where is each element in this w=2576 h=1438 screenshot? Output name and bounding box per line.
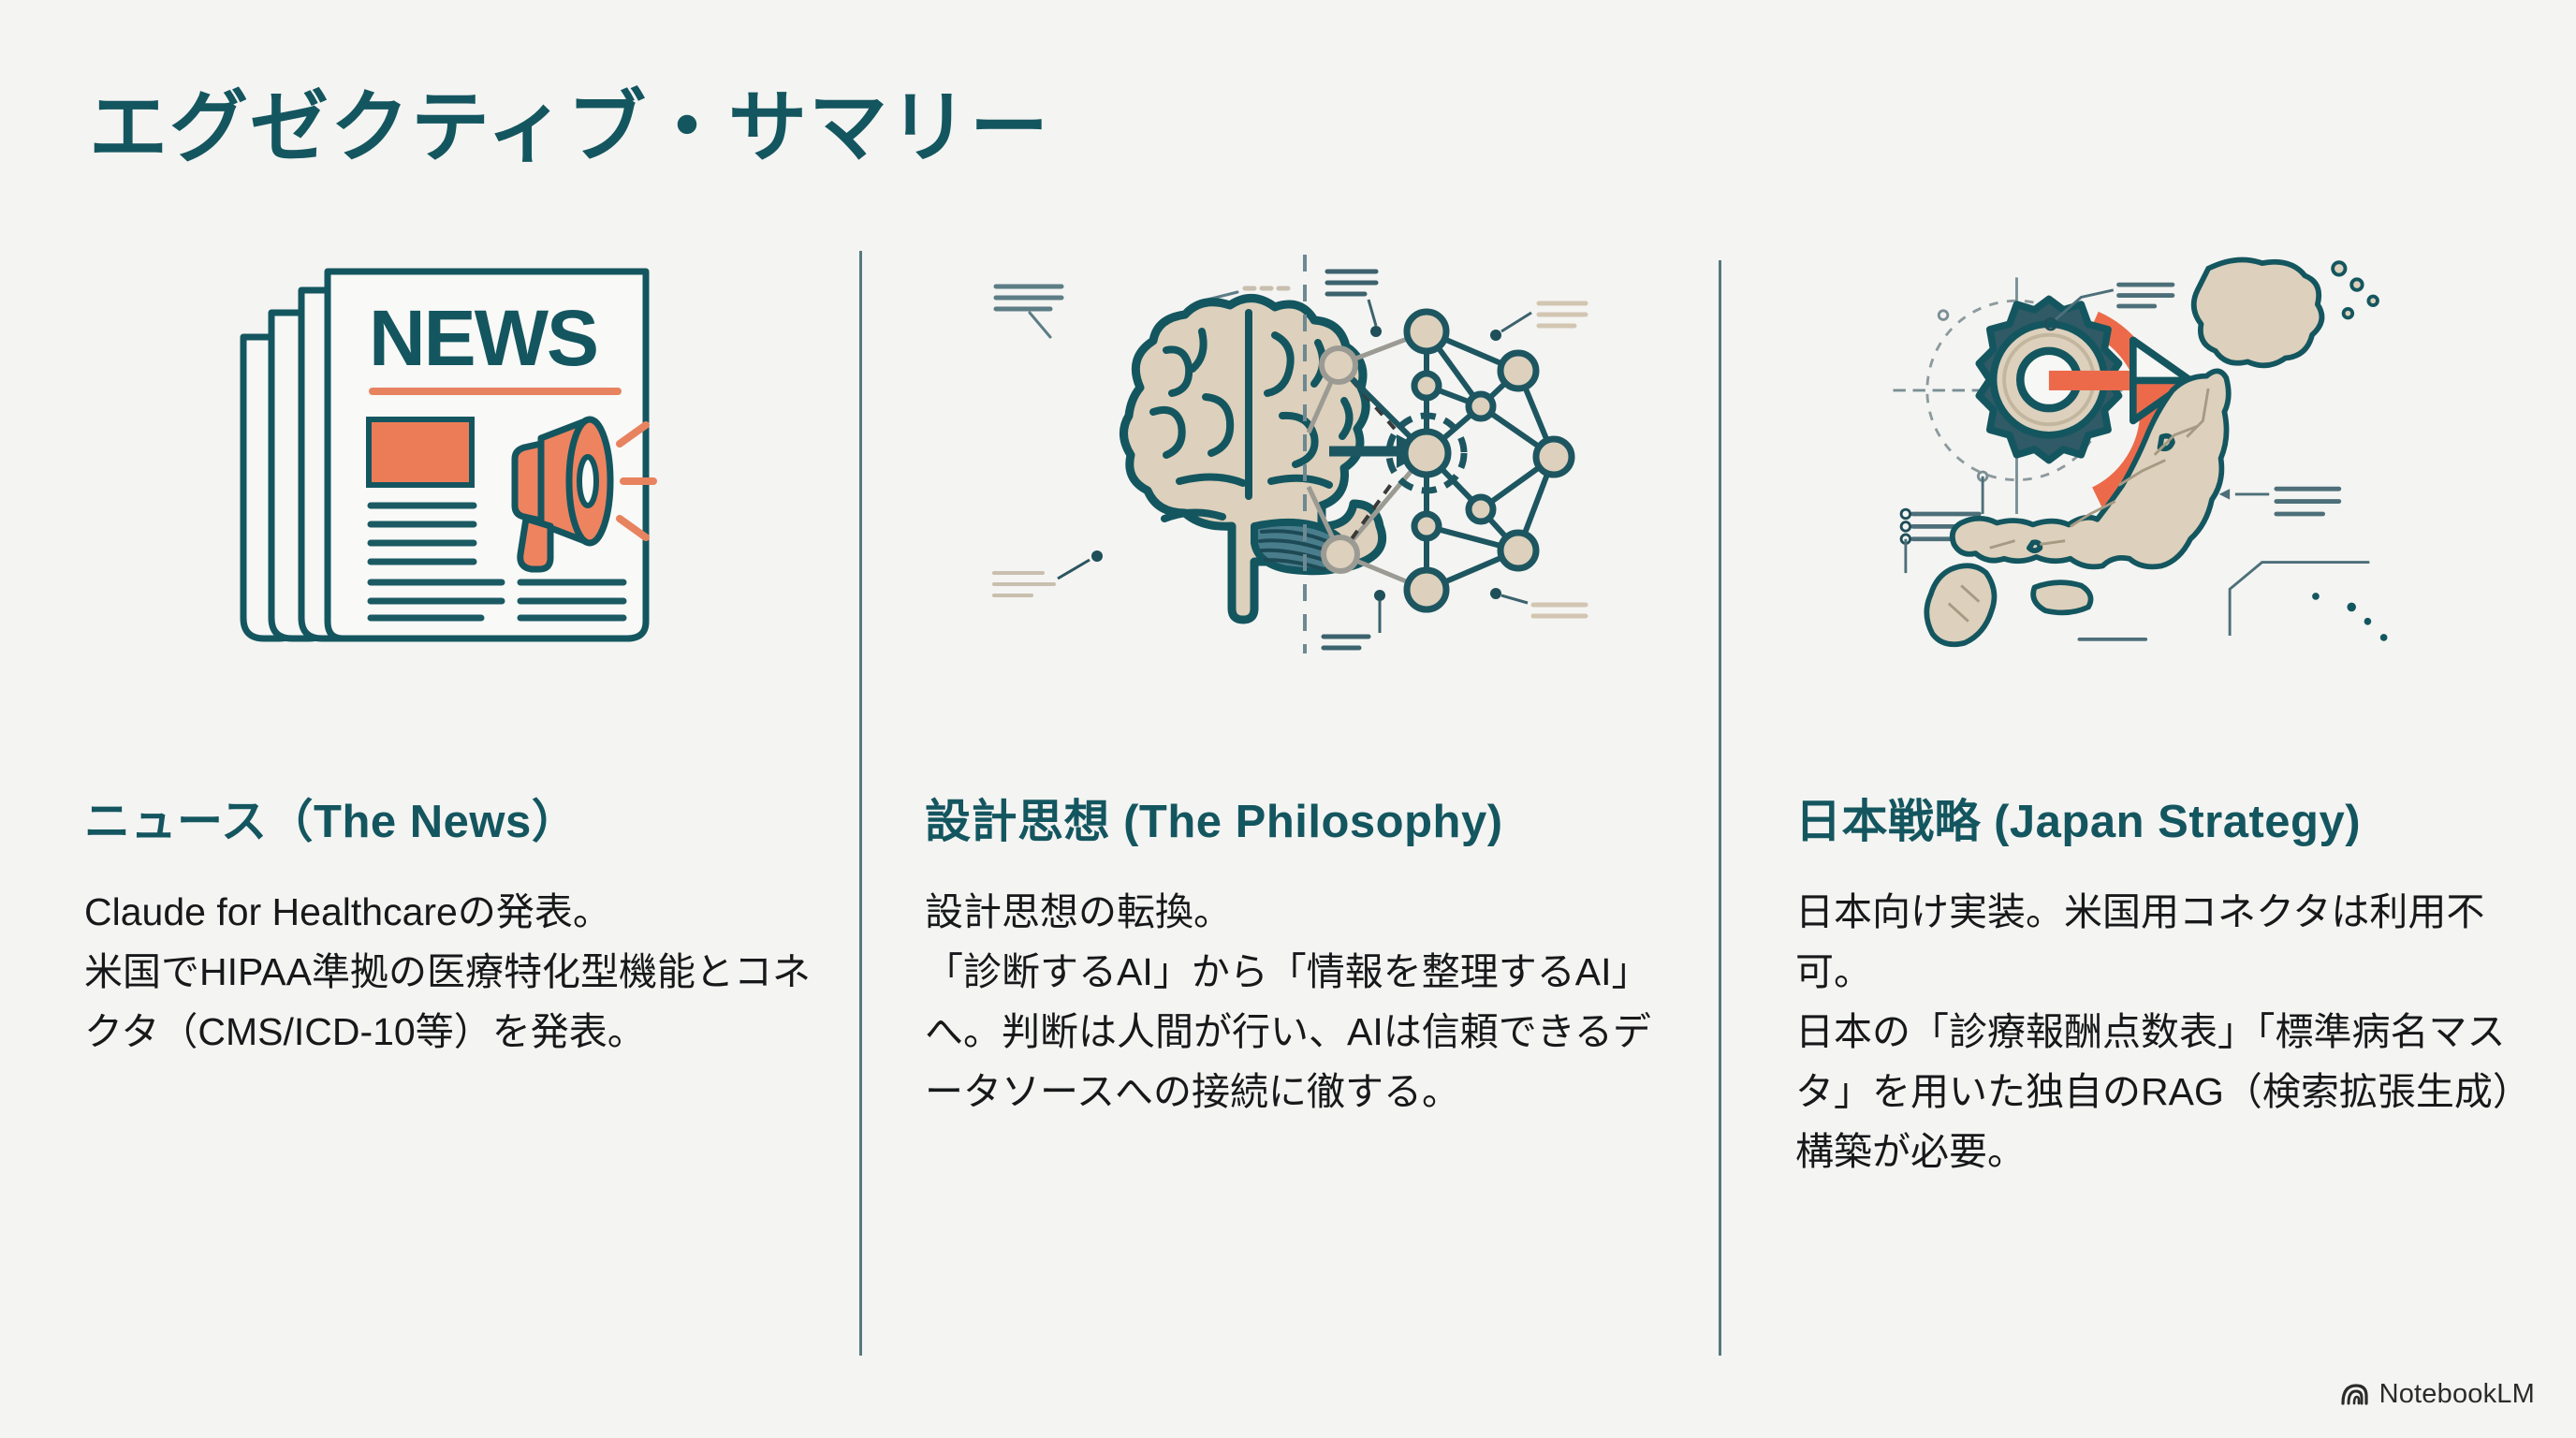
brain-neural-network-illustration: [957, 245, 1593, 657]
column-heading-japan-strategy: 日本戦略 (Japan Strategy): [1795, 797, 2362, 847]
column-body-news: Claude for Healthcareの発表。 米国でHIPAA準拠の医療特…: [84, 890, 811, 1053]
column-heading-philosophy: 設計思想 (The Philosophy): [925, 797, 1503, 847]
newspaper-megaphone-illustration: NEWS: [223, 245, 663, 657]
column-philosophy: 設計思想 (The Philosophy) 設計思想の転換。 「診断するAI」か…: [925, 0, 1683, 1438]
forward-arrow-icon: [2048, 336, 2194, 425]
column-news: NEWS: [84, 0, 833, 1438]
japan-map-shape: [1924, 257, 2325, 648]
brain-shape: [1120, 294, 1387, 624]
column-heading-news: ニュース（The News）: [84, 797, 578, 847]
column-body-japan-strategy: 日本向け実装。米国用コネクタは利用不可。 日本の「診療報酬点数表」「標準病名マス…: [1795, 890, 2531, 1173]
column-divider-1: [859, 251, 862, 1356]
svg-text:NEWS: NEWS: [369, 294, 597, 382]
page-title: エグゼクティブ・サマリー: [89, 83, 1050, 172]
column-japan-strategy: 日本戦略 (Japan Strategy) 日本向け実装。米国用コネクタは利用不…: [1795, 0, 2554, 1438]
megaphone-icon: [511, 416, 657, 573]
neural-network-graph: [1306, 308, 1575, 613]
column-divider-2: [1719, 260, 1721, 1356]
notebooklm-watermark: NotebookLM: [2340, 1379, 2535, 1410]
japan-map-gear-illustration: [1837, 245, 2464, 657]
notebooklm-spiral-icon: [2340, 1381, 2368, 1409]
column-body-philosophy: 設計思想の転換。 「診断するAI」から「情報を整理するAI」へ。判断は人間が行い…: [925, 890, 1651, 1113]
notebooklm-label: NotebookLM: [2378, 1379, 2535, 1409]
